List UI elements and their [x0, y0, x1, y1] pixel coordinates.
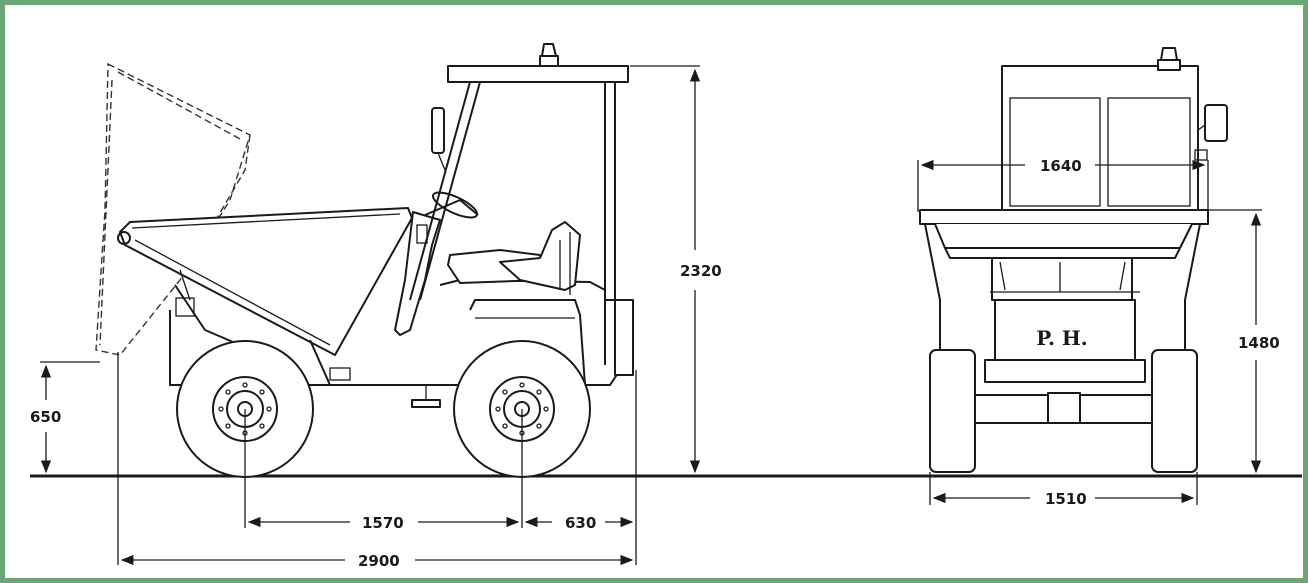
dim-label-tipping-height: 650: [30, 408, 61, 426]
dim-label-rear-overhang: 630: [565, 514, 596, 532]
tipped-skip-outline: [95, 62, 251, 356]
logo-text: P. H.: [1036, 326, 1088, 350]
dimension-lines-side: [40, 65, 701, 566]
skip-bucket: [117, 207, 413, 356]
front-body: [924, 223, 1201, 424]
dim-label-track-width: 1510: [1045, 490, 1087, 508]
skip-front: [919, 209, 1209, 259]
dim-label-skip-width: 1640: [1040, 157, 1082, 175]
dim-label-wheelbase: 1570: [362, 514, 404, 532]
rops-frame: [409, 43, 634, 376]
driver-seat: [447, 221, 581, 295]
left-wheel-front: [929, 349, 976, 473]
dim-label-total-height: 2320: [680, 262, 722, 280]
foot-step: [411, 385, 441, 408]
side-view: [40, 43, 701, 566]
right-wheel-front: [1151, 349, 1198, 473]
front-view: P. H.: [917, 47, 1262, 505]
dim-label-skip-height: 1480: [1238, 334, 1280, 352]
dim-label-overall-length: 2900: [358, 552, 400, 570]
cab: [1001, 47, 1228, 217]
dimension-lines-front: [917, 159, 1262, 505]
